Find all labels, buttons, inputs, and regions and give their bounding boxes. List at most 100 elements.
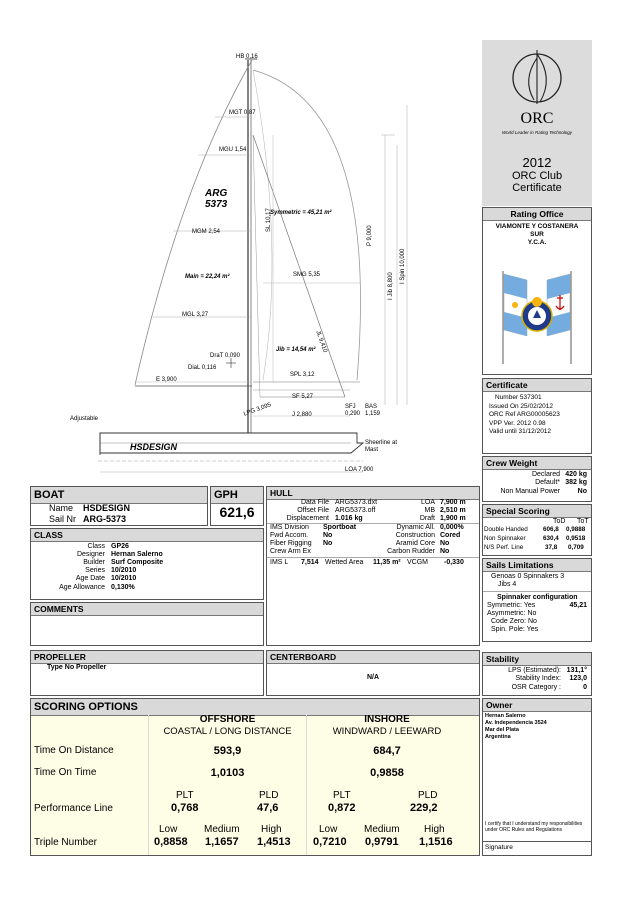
stability-index-value: 123,0 bbox=[569, 675, 587, 682]
crew-declared-value: 420 kg bbox=[565, 471, 587, 478]
ns-perf-line-tod: 37,8 bbox=[545, 544, 558, 551]
orc-sail-logo-icon bbox=[512, 50, 562, 104]
cert-title-line2: Certificate bbox=[512, 182, 562, 194]
offset-file-label: Offset File bbox=[297, 507, 329, 514]
inshore-plt-header: PLT bbox=[333, 790, 351, 801]
builder-label: Builder bbox=[83, 559, 105, 566]
dynamic-allowance-label: Dynamic All. bbox=[396, 524, 435, 531]
gph-value: 621,6 bbox=[219, 504, 255, 520]
dial-label: DiaL 0,116 bbox=[188, 365, 217, 371]
non-manual-power-value: No bbox=[577, 488, 587, 495]
rating-office-panel: Rating Office VIAMONTE Y COSTANERA SUR Y… bbox=[482, 207, 592, 375]
builder-value: Surf Composite bbox=[111, 559, 164, 566]
ims-l-label: IMS L bbox=[270, 559, 289, 566]
inshore-low-header: Low bbox=[319, 824, 338, 835]
orc-tagline: World Leader in Rating Technology bbox=[501, 130, 573, 135]
mgl-label: MGL 3,27 bbox=[182, 312, 209, 318]
inshore-high-header: High bbox=[424, 824, 445, 835]
age-allowance-label: Age Allowance bbox=[59, 584, 105, 591]
offshore-low-value: 0,8858 bbox=[154, 836, 188, 848]
series-value: 10/2010 bbox=[111, 567, 137, 574]
spinnaker-config-title: Spinnaker configuration bbox=[497, 594, 578, 601]
fiber-rigging-label: Fiber Rigging bbox=[270, 540, 312, 547]
loa-value: 7,900 m bbox=[440, 499, 466, 506]
p-label: P 9,000 bbox=[367, 225, 373, 246]
special-scoring-panel: Special Scoring ToD ToT Double Handed 60… bbox=[482, 504, 592, 556]
hull-panel: HULL Data File ARG5373.dxt LOA 7,900 m O… bbox=[266, 486, 480, 646]
displacement-value: 1.016 kg bbox=[335, 515, 363, 522]
time-on-distance-label: Time On Distance bbox=[34, 745, 114, 756]
offshore-medium-header: Medium bbox=[204, 824, 240, 835]
hull-divider-1 bbox=[267, 523, 479, 524]
non-manual-power-label: Non Manual Power bbox=[500, 488, 560, 495]
ims-division-label: IMS Division bbox=[270, 524, 309, 531]
mgm-label: MGM 2,54 bbox=[192, 229, 221, 235]
gph-panel: GPH 621,6 bbox=[210, 486, 264, 526]
jib-area-label: Jib = 14,54 m² bbox=[276, 347, 316, 353]
rating-office-line: SUR bbox=[530, 231, 544, 238]
boat-panel: BOAT Name HSDESIGN Sail Nr ARG-5373 bbox=[30, 486, 208, 526]
offshore-high-value: 1,4513 bbox=[257, 836, 291, 848]
non-spinnaker-label: Non Spinnaker bbox=[484, 535, 526, 542]
crew-weight-title: Crew Weight bbox=[483, 457, 591, 470]
age-date-label: Age Date bbox=[75, 575, 105, 582]
comments-panel: COMMENTS bbox=[30, 602, 264, 646]
time-on-time-label: Time On Time bbox=[34, 767, 97, 778]
displacement-label: Displacement bbox=[286, 515, 329, 522]
construction-label: Construction bbox=[395, 532, 435, 539]
sails-limitations-panel: Sails Limitations Genoas 0 Spinnakers 3 … bbox=[482, 558, 592, 642]
draft-label: Draft bbox=[419, 515, 435, 522]
rating-office-address: VIAMONTE Y COSTANERA SUR Y.C.A. bbox=[483, 223, 591, 247]
double-handed-tot: 0,9888 bbox=[566, 526, 586, 533]
fwd-accom-label: Fwd Accom. bbox=[270, 532, 309, 539]
sails-genoas-spinnakers: Genoas 0 Spinnakers 3 bbox=[491, 573, 565, 580]
owner-address: Hernan Salerno Av. Independencia 3524 Ma… bbox=[483, 712, 591, 742]
signature-label: Signature bbox=[485, 844, 513, 851]
inshore-medium-value: 0,9791 bbox=[365, 836, 399, 848]
owner-certify-text: I certify that I understand my responsib… bbox=[485, 821, 583, 833]
age-allowance-value: 0,130% bbox=[111, 584, 135, 591]
wetted-area-label: Wetted Area bbox=[325, 559, 364, 566]
orc-logo-panel: ORC World Leader in Rating Technology bbox=[482, 40, 592, 146]
non-spinnaker-tod: 630,4 bbox=[543, 535, 559, 542]
scoring-divider-1 bbox=[148, 713, 149, 855]
ims-l-value: 7,514 bbox=[301, 559, 319, 566]
mb-label: MB bbox=[424, 507, 436, 514]
owner-panel: Owner Hernan Salerno Av. Independencia 3… bbox=[482, 698, 592, 856]
offshore-tot-value: 1,0103 bbox=[210, 767, 245, 779]
smg-label: SMG 5,35 bbox=[293, 272, 321, 278]
crew-default-label: Default* bbox=[535, 479, 560, 486]
fiber-rigging-value: No bbox=[323, 540, 333, 547]
offshore-high-header: High bbox=[261, 824, 282, 835]
hull-divider-2 bbox=[267, 557, 479, 558]
owner-street: Av. Independencia 3524 bbox=[485, 720, 547, 726]
centerboard-panel: CENTERBOARD N/A bbox=[266, 650, 480, 696]
data-file-label: Data File bbox=[300, 499, 329, 506]
scoring-divider-2 bbox=[306, 713, 307, 855]
stability-panel: Stability LPS (Estimated): 131,1° Stabil… bbox=[482, 652, 592, 696]
spin-pole: Spin. Pole: Yes bbox=[491, 626, 539, 633]
loa-drawing-label: LOA 7,900 bbox=[345, 467, 374, 473]
class-label: Class bbox=[87, 543, 105, 550]
dynamic-allowance-value: 0,000% bbox=[440, 524, 464, 531]
performance-line-label: Performance Line bbox=[34, 803, 113, 814]
sf-label: SF 5,27 bbox=[292, 394, 314, 400]
stability-index-label: Stability Index: bbox=[515, 675, 561, 682]
sail-plan-drawing bbox=[98, 58, 408, 473]
hull-title: HULL bbox=[267, 487, 479, 500]
certificate-number: Number 537301 bbox=[495, 394, 542, 401]
certificate-orc-ref: ORC Ref ARG00005623 bbox=[489, 411, 560, 418]
crew-arm-ex-label: Crew Arm Ex bbox=[270, 548, 311, 555]
carbon-rudder-label: Carbon Rudder bbox=[387, 548, 435, 555]
designer-value: Hernan Salerno bbox=[111, 551, 163, 558]
inshore-tot-value: 0,9858 bbox=[370, 767, 404, 779]
sail-nr-line2: 5373 bbox=[205, 199, 228, 210]
inshore-subheader: WINDWARD / LEEWARD bbox=[332, 726, 442, 737]
ijib-label: I Jib 8,800 bbox=[388, 272, 394, 300]
code-zero: Code Zero: No bbox=[491, 618, 537, 625]
centerboard-value: N/A bbox=[367, 674, 380, 681]
stability-title: Stability bbox=[483, 653, 591, 666]
crew-declared-label: Declared bbox=[531, 471, 560, 478]
certificate-valid-until: Valid until 31/12/2012 bbox=[489, 428, 552, 435]
age-date-value: 10/2010 bbox=[111, 575, 137, 582]
